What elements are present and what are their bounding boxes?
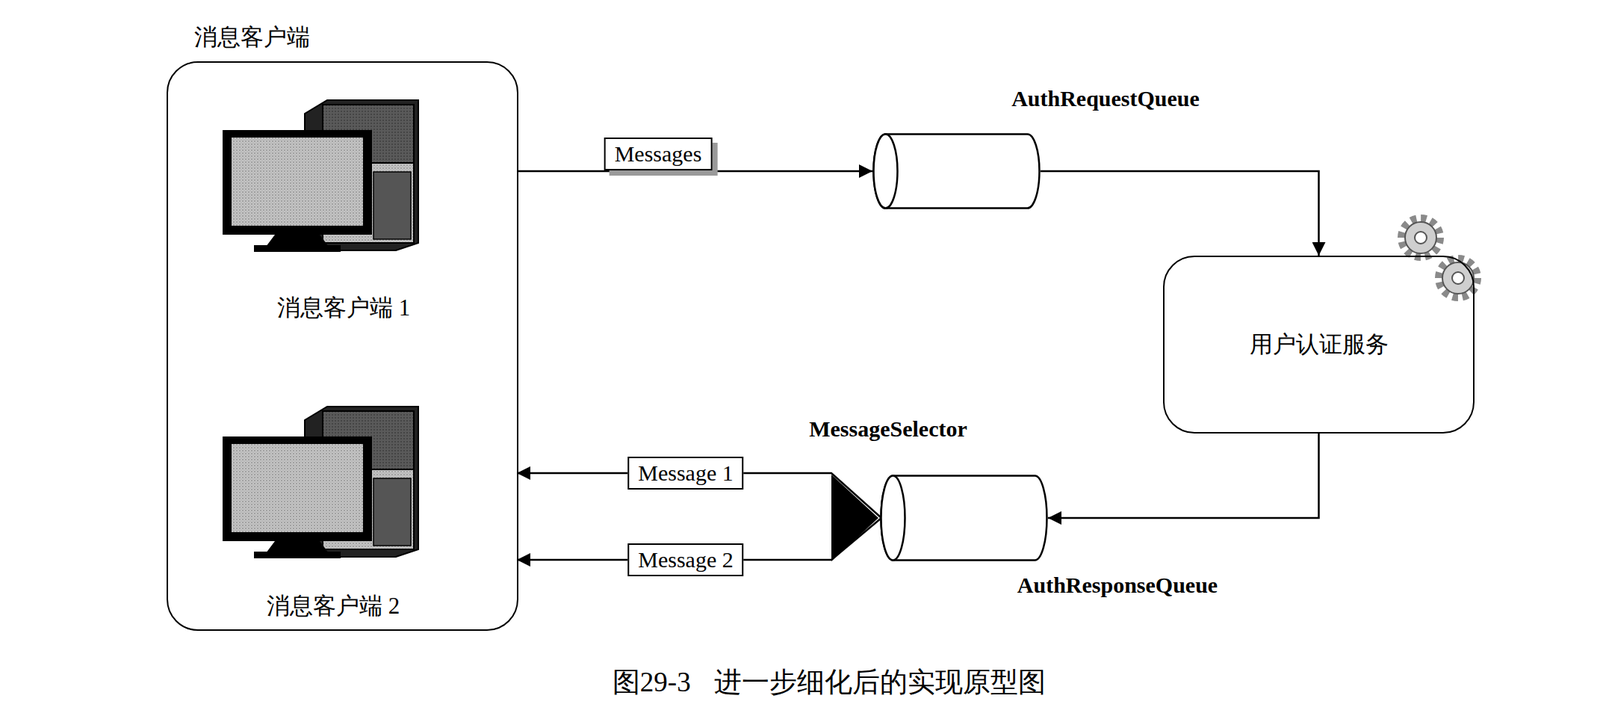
message-queue: AuthRequestQueue [872,132,1041,210]
client-node: 消息客户端 2 [168,494,517,629]
gear-icon [1402,219,1477,296]
selector-label: MessageSelector [808,415,968,443]
client-node: 消息客户端 1 [168,77,517,485]
figure-caption: 图29-3 进一步细化后的实现原型图 [612,665,1046,699]
cylinder-body [881,475,1048,561]
queue-cylinder [879,474,1048,561]
service-box: 用户认证服务 [1163,255,1475,434]
computer-icon [222,406,419,558]
node-label: 消息客户端 [194,23,310,51]
cylinder-end [873,134,898,209]
cylinder-body [873,134,1040,209]
client-group: 消息客户端 1消息客户端 2消息客户端 [166,61,519,631]
queue-name: AuthResponseQueue [1017,571,1218,599]
message-box: Message 2 [627,543,744,576]
computer-icon [222,100,419,252]
client-label: 消息客户端 1 [277,293,411,322]
queue-cylinder [872,132,1041,210]
message-box: Message 1 [627,456,744,490]
message-box: Messages [604,137,713,171]
queue-name: AuthRequestQueue [1011,85,1200,113]
client-label: 消息客户端 2 [266,591,400,620]
connector-arrow [1047,433,1320,518]
connector-arrow [1040,171,1320,256]
cylinder-end [881,475,906,561]
node-label: 用户认证服务 [1249,330,1389,358]
connector-arrow [518,170,873,173]
message-queue: AuthResponseQueue [879,474,1048,561]
selector-funnel [831,474,879,561]
